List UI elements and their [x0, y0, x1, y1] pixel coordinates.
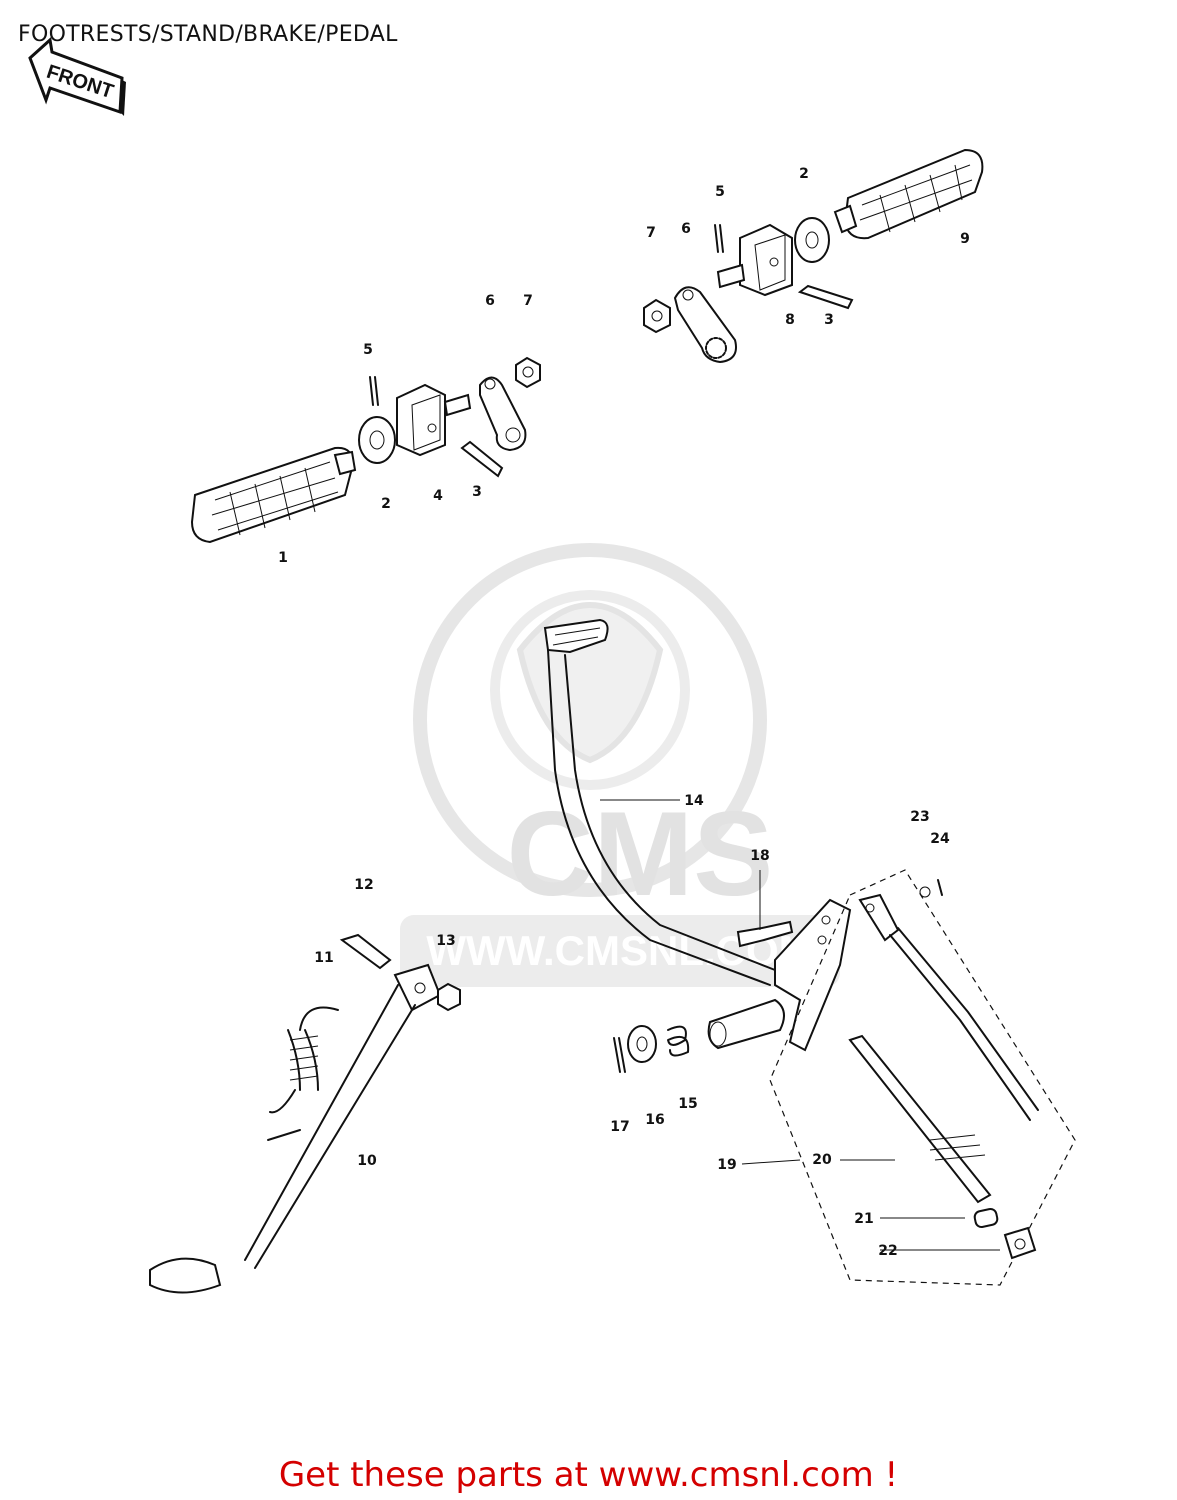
- leader-lines: [600, 799, 1000, 1251]
- callout-18: 18: [750, 848, 769, 864]
- footrest-arm-left: [479, 376, 527, 452]
- cotter-pin-left: [369, 376, 379, 406]
- page-title: FOOTRESTS/STAND/BRAKE/PEDAL: [18, 22, 398, 47]
- footrest-bracket-right: [716, 223, 793, 297]
- callout-24: 24: [930, 831, 950, 847]
- callout-13: 13: [436, 933, 455, 949]
- callout-5: 5: [363, 342, 373, 358]
- callout-21: 21: [854, 1211, 873, 1227]
- callout-2: 2: [799, 166, 809, 182]
- callout-3: 3: [824, 312, 834, 328]
- cotter-pin-right: [714, 224, 724, 253]
- front-arrow-badge: FRONT: [28, 37, 126, 116]
- get-parts-link[interactable]: Get these parts at www.cmsnl.com !: [278, 1455, 899, 1495]
- callout-1: 1: [278, 550, 288, 566]
- callout-23: 23: [910, 809, 929, 825]
- watermark-logo-text: CMS: [507, 787, 774, 921]
- callout-22: 22: [878, 1243, 897, 1259]
- callout-20: 20: [812, 1152, 832, 1168]
- callout-5: 5: [715, 184, 725, 200]
- callout-10: 10: [357, 1153, 377, 1169]
- callout-9: 9: [960, 231, 970, 247]
- callout-6: 6: [485, 293, 495, 309]
- brake-switch-assembly: [769, 869, 1076, 1286]
- callout-15: 15: [678, 1096, 697, 1112]
- callout-12: 12: [354, 877, 373, 893]
- nut-right: [643, 298, 671, 334]
- callout-8: 8: [785, 312, 795, 328]
- callout-17: 17: [610, 1119, 629, 1135]
- callout-3: 3: [472, 484, 482, 500]
- watermark-logo: CMS WWW.CMSNL.COM: [400, 543, 840, 987]
- washer-right: [794, 217, 830, 263]
- right-footrest-assembly: [643, 148, 984, 364]
- bolt-18: [736, 920, 794, 948]
- callout-11: 11: [314, 950, 333, 966]
- callout-16: 16: [645, 1112, 664, 1128]
- callout-4: 4: [433, 488, 443, 504]
- callout-2: 2: [381, 496, 391, 512]
- callout-7: 7: [523, 293, 533, 309]
- callout-7: 7: [646, 225, 656, 241]
- callout-19: 19: [717, 1157, 736, 1173]
- washer-left: [358, 416, 396, 464]
- callout-labels: 1 2 2 3 3 4 5 5 6 6 7 7 8 9 10 11 12 13 …: [278, 166, 970, 1259]
- bolt-right: [797, 284, 854, 310]
- pedal-hardware: [613, 1025, 690, 1073]
- left-footrest-assembly: [190, 356, 541, 544]
- side-stand-assembly: [149, 933, 461, 1294]
- nut-left: [515, 356, 541, 389]
- footrest-rubber-left: [190, 446, 357, 544]
- callout-6: 6: [681, 221, 691, 237]
- callout-14: 14: [684, 793, 704, 809]
- footrest-bracket-left: [396, 383, 472, 457]
- brake-pedal: [543, 618, 852, 1052]
- footrest-arm-right: [673, 286, 737, 364]
- bolt-left: [460, 440, 504, 478]
- footrest-rubber-right: [833, 148, 984, 240]
